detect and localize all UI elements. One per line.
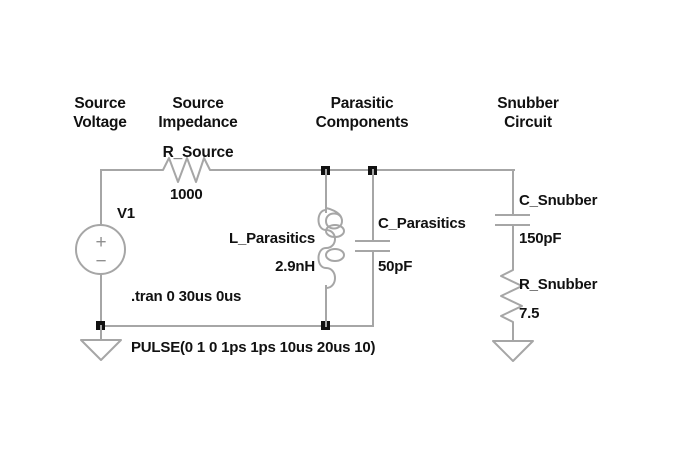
header-parasitic-components-line2: Components (315, 114, 409, 131)
header-snubber-circuit-line1: Snubber (497, 95, 559, 112)
label-c-parasitics-value: 50pF (378, 258, 413, 275)
wire-source-top-lead (100, 169, 102, 226)
capacitor-c-snubber-plate-top (495, 214, 530, 216)
wire-source-bottom-lead (100, 274, 102, 327)
header-parasitic-components: Parasitic Components (303, 94, 421, 132)
wire-inductor-bottom-lead (325, 285, 327, 327)
header-source-impedance-line2: Impedance (158, 114, 238, 131)
header-snubber-circuit-line2: Circuit (504, 114, 552, 131)
header-source-voltage-line2: Voltage (73, 114, 127, 131)
label-c-snubber-value: 150pF (519, 230, 562, 247)
resistor-r-source-symbol (157, 152, 221, 188)
resistor-r-snubber-symbol (495, 265, 531, 329)
header-snubber-circuit: Snubber Circuit (483, 94, 573, 132)
label-r-source-ref: R_Source (162, 144, 234, 161)
label-c-parasitics-ref: C_Parasitics (378, 215, 466, 232)
header-source-voltage-line1: Source (74, 95, 126, 112)
header-parasitic-components-line1: Parasitic (330, 95, 394, 112)
spice-directive-pulse: PULSE(0 1 0 1ps 1ps 10us 20us 10) (131, 339, 376, 356)
wire-csnub-to-rsnub (512, 224, 514, 270)
ground-symbol-snubber (492, 340, 534, 362)
label-r-snubber-value: 7.5 (519, 305, 540, 322)
voltage-source-plus-sign: + (95, 232, 107, 253)
header-source-impedance-line1: Source (172, 95, 224, 112)
wire-node-a-to-snubber (325, 169, 515, 171)
wire-csnub-top-lead (512, 169, 514, 215)
ground-symbol-source (80, 339, 122, 361)
wire-cpara-top-lead (372, 169, 374, 241)
label-l-parasitics-value: 2.9nH (275, 258, 315, 275)
wire-source-ground-lead (100, 325, 102, 341)
wire-cpara-bottom-lead (372, 250, 374, 327)
label-r-snubber-ref: R_Snubber (519, 276, 598, 293)
wire-bottom-rail (100, 325, 374, 327)
label-c-snubber-ref: C_Snubber (519, 192, 598, 209)
wire-snubber-ground-lead (512, 326, 514, 342)
voltage-source-minus-sign: − (95, 251, 107, 272)
spice-directive-tran: .tran 0 30us 0us (131, 288, 242, 305)
label-r-source-value: 1000 (170, 186, 203, 203)
header-source-voltage: Source Voltage (60, 94, 140, 132)
label-v1-ref: V1 (117, 205, 135, 222)
inductor-l-parasitics-symbol (314, 206, 354, 292)
wire-resistor-to-node-a (216, 169, 328, 171)
header-source-impedance: Source Impedance (143, 94, 253, 132)
label-l-parasitics-ref: L_Parasitics (229, 230, 315, 247)
wire-top-left-to-resistor (100, 169, 162, 171)
wire-inductor-top-lead (325, 169, 327, 213)
capacitor-c-parasitics-plate-top (355, 240, 390, 242)
